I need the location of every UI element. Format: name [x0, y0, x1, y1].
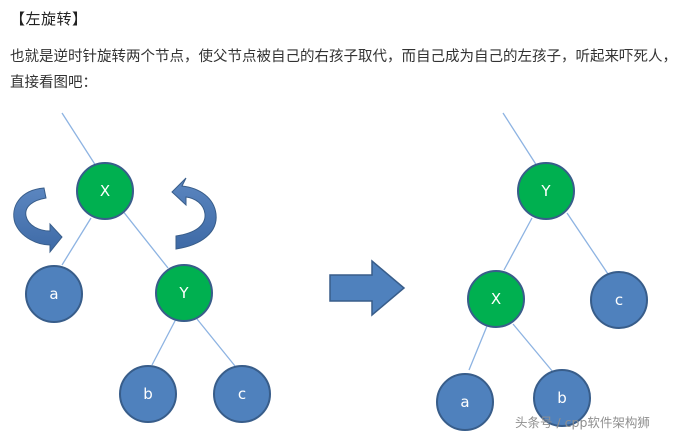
- edge-x-y: [121, 209, 169, 269]
- node-b-label: b: [143, 385, 153, 403]
- node-x: X: [467, 270, 525, 328]
- node-b: b: [119, 365, 177, 423]
- intro-paragraph: 也就是逆时针旋转两个节点，使父节点被自己的右孩子取代，而自己成为自己的左孩子，听…: [10, 49, 677, 91]
- edge-parent-y: [502, 112, 538, 167]
- node-y: Y: [155, 264, 213, 322]
- node-c-label: c: [238, 385, 246, 403]
- node-c: c: [590, 271, 648, 329]
- node-x-label: X: [100, 182, 110, 200]
- section-heading: 【左旋转】: [10, 10, 88, 28]
- node-c: c: [213, 365, 271, 423]
- node-a: a: [436, 373, 494, 431]
- edge-x-a: [468, 325, 488, 371]
- edge-y-x: [503, 217, 533, 271]
- node-y-label: Y: [178, 284, 189, 302]
- node-b-label: b: [557, 389, 567, 407]
- rotate-left-arrow-icon: [13, 187, 63, 254]
- node-y-label: Y: [540, 182, 551, 200]
- transform-arrow-icon: [329, 259, 406, 317]
- watermark: 头条号 / cpp软件架构狮: [515, 415, 650, 430]
- edge-x-a: [61, 217, 92, 266]
- edge-y-c: [196, 318, 236, 367]
- edge-y-c: [566, 212, 609, 275]
- rotate-right-arrow-icon: [171, 177, 217, 250]
- node-c-label: c: [615, 291, 623, 309]
- node-x-label: X: [491, 290, 501, 308]
- before-tree: X a Y b c: [13, 112, 271, 423]
- node-y: Y: [517, 162, 575, 220]
- after-tree: Y X c a b: [436, 112, 648, 431]
- edge-parent-x: [61, 112, 97, 167]
- node-a-label: a: [49, 285, 58, 303]
- node-a: a: [25, 265, 83, 323]
- node-x: X: [76, 162, 134, 220]
- node-b: b: [533, 369, 591, 427]
- node-a-label: a: [460, 393, 469, 411]
- edge-y-b: [151, 318, 177, 366]
- edge-x-b: [512, 323, 554, 373]
